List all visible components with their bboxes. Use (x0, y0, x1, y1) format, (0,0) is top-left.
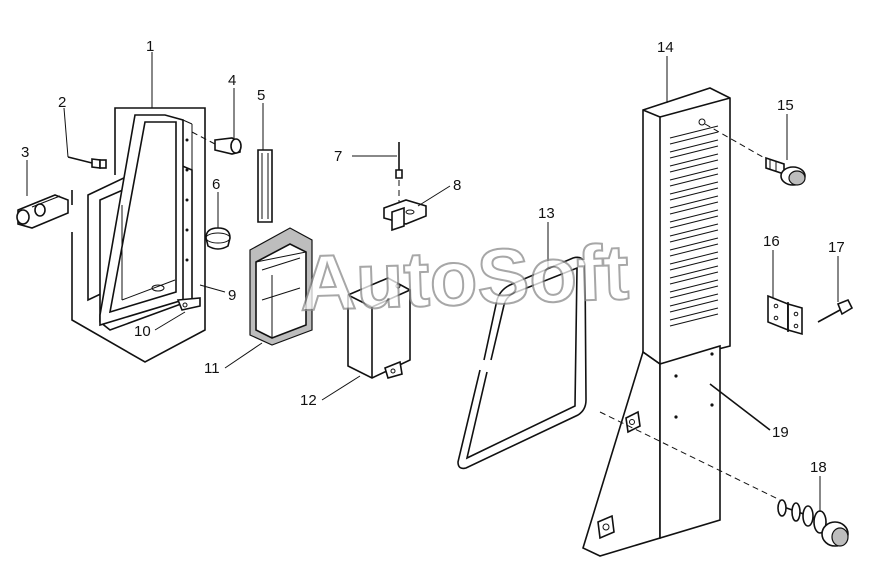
part-12-housing (347, 277, 411, 379)
callout-19: 19 (772, 424, 789, 441)
leader-lines (26, 52, 839, 512)
part-15-knob-screw (765, 156, 806, 186)
callout-15: 15 (777, 97, 794, 114)
part-2-screw (67, 156, 107, 169)
callout-14: 14 (657, 39, 674, 56)
callout-4: 4 (228, 72, 236, 89)
part-17-rivet (817, 298, 854, 323)
part-6-cap (205, 227, 231, 250)
callout-9: 9 (228, 287, 236, 304)
part-14-louvre-panel (642, 87, 769, 365)
callout-2: 2 (58, 94, 66, 111)
part-8-clip (383, 199, 427, 232)
part-7-pin (395, 142, 403, 205)
callout-8: 8 (453, 177, 461, 194)
part-3-connector (16, 194, 69, 229)
callout-16: 16 (763, 233, 780, 250)
callout-10: 10 (134, 323, 151, 340)
part-1-bracket-assembly (71, 107, 206, 363)
part-18-knob-assembly (777, 499, 849, 547)
callout-13: 13 (538, 205, 555, 222)
callout-11: 11 (204, 360, 220, 377)
part-16-hinge (767, 294, 803, 336)
callout-17: 17 (828, 239, 845, 256)
callout-12: 12 (300, 392, 317, 409)
callout-1: 1 (146, 38, 154, 55)
part-13-gasket (457, 256, 587, 470)
callout-6: 6 (212, 176, 220, 193)
callout-7: 7 (334, 148, 342, 165)
callout-5: 5 (257, 87, 265, 104)
part-4-bolt (191, 131, 242, 155)
part-19-lower-panel (582, 344, 781, 557)
watermark-logo: AutoSoft (298, 228, 630, 327)
louvre-slots (669, 125, 719, 327)
part-5-strip (257, 149, 273, 223)
part-11-filter-pad (249, 227, 313, 346)
callout-18: 18 (810, 459, 827, 476)
callout-3: 3 (21, 144, 29, 161)
callout-labels: 1 2 3 4 5 6 7 8 9 10 11 12 13 14 15 16 1… (21, 38, 845, 476)
